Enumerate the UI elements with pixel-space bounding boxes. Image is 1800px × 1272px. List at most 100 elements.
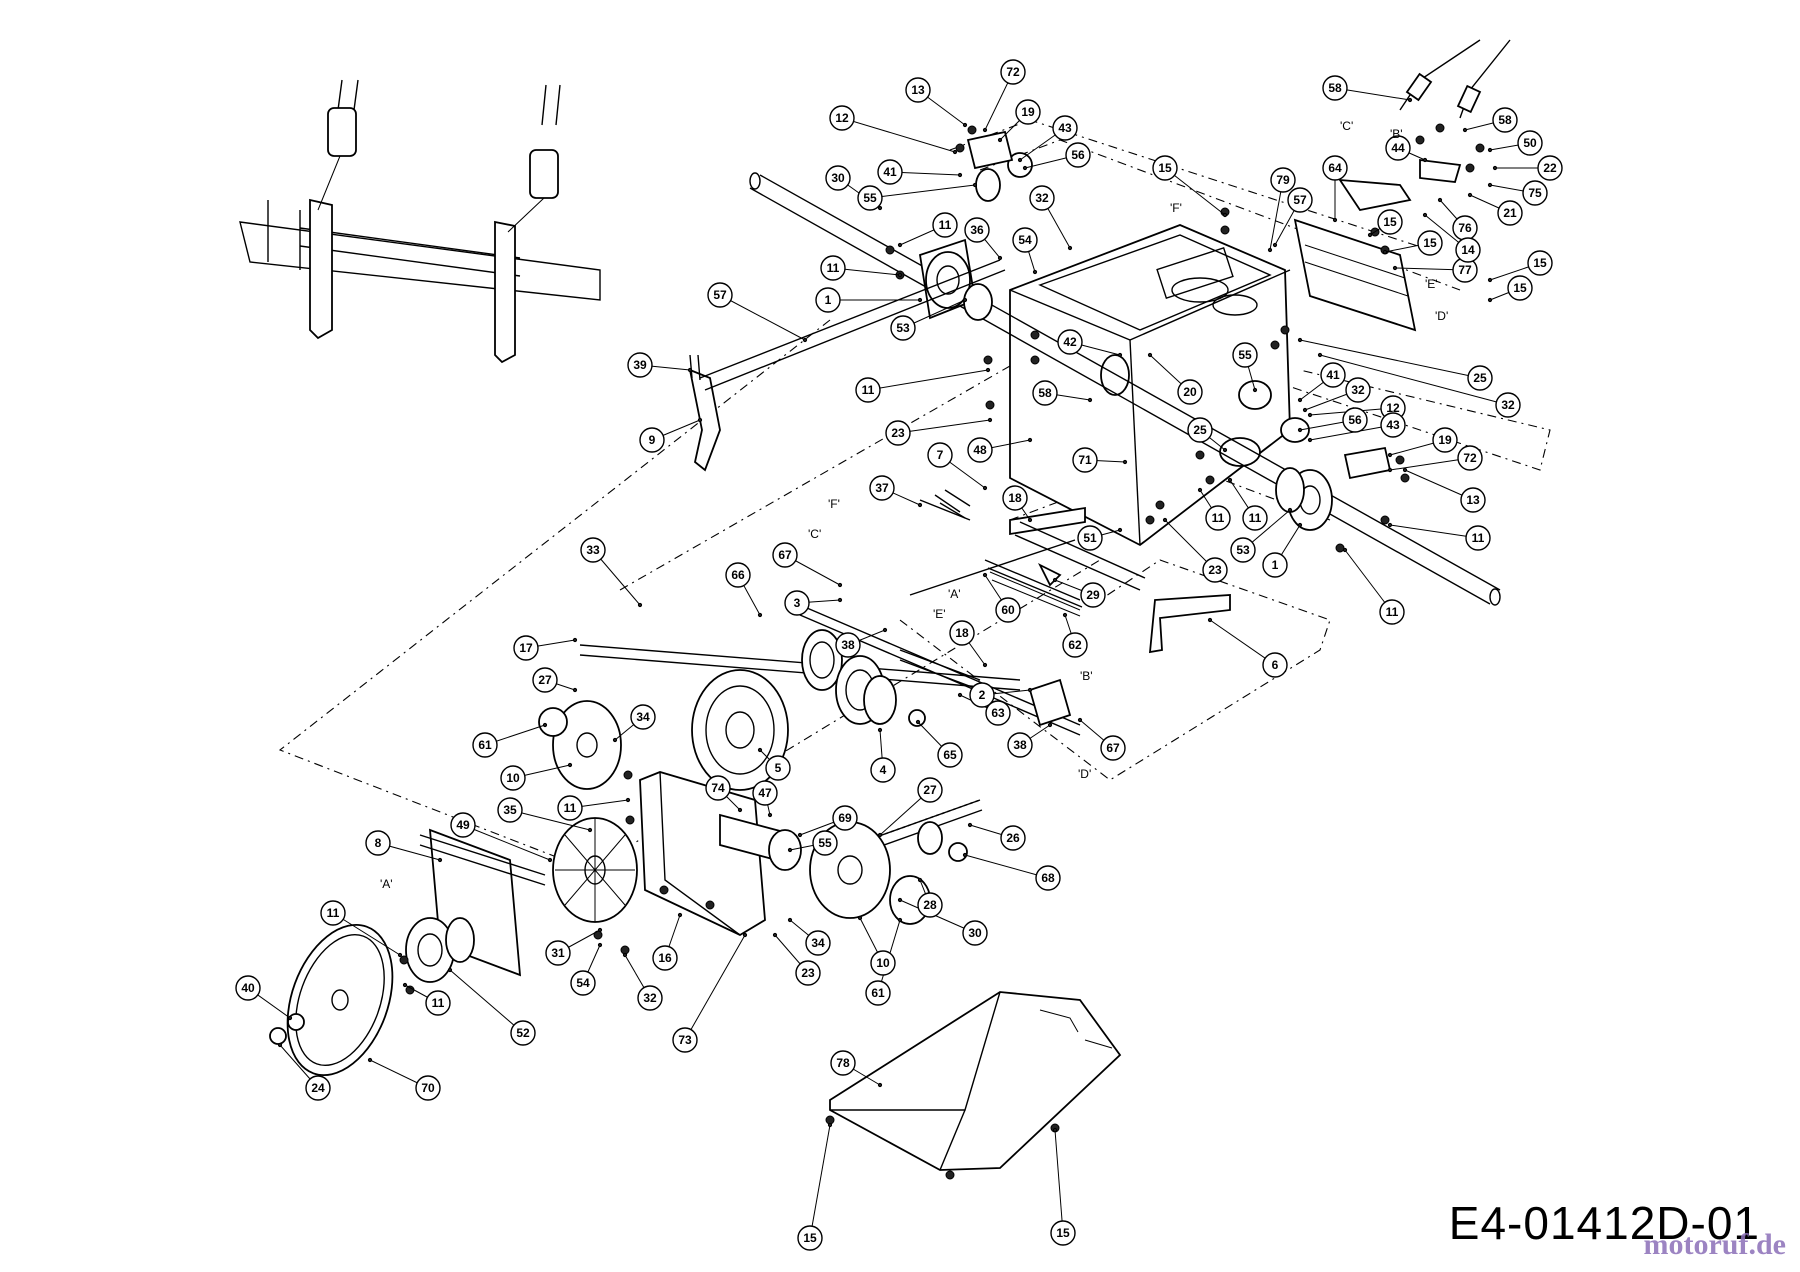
callout-circle bbox=[865, 980, 891, 1006]
callout-number: 2 bbox=[979, 688, 986, 702]
reference-letter: 'F' bbox=[1170, 201, 1182, 215]
callout-circle bbox=[1080, 582, 1106, 608]
callout-circle bbox=[1072, 447, 1098, 473]
leader-tip bbox=[915, 719, 921, 725]
callout-number: 35 bbox=[503, 803, 517, 817]
callout-circle bbox=[985, 700, 1011, 726]
callout-number: 17 bbox=[519, 641, 533, 655]
callout-number: 32 bbox=[1035, 191, 1049, 205]
drawing-code: E4-01412D-01 bbox=[1448, 1197, 1760, 1249]
leader-tip bbox=[1462, 127, 1468, 133]
callout-number: 41 bbox=[883, 165, 897, 179]
callout-circle bbox=[652, 945, 678, 971]
part-callout-62: 62 bbox=[1062, 632, 1088, 658]
leader-tip bbox=[1272, 242, 1278, 248]
callout-circle bbox=[1000, 825, 1026, 851]
callout-circle bbox=[513, 635, 539, 661]
callout-circle bbox=[1345, 377, 1371, 403]
callout-circle bbox=[917, 777, 943, 803]
callout-number: 15 bbox=[1056, 1226, 1070, 1240]
callout-number: 12 bbox=[1386, 401, 1400, 415]
leader-tip bbox=[1332, 217, 1338, 223]
callout-number: 60 bbox=[1001, 603, 1015, 617]
callout-circle bbox=[969, 682, 995, 708]
part-callout-10: 10 bbox=[870, 950, 896, 976]
callout-number: 14 bbox=[1461, 243, 1475, 257]
leader-tip bbox=[972, 182, 978, 188]
callout-number: 39 bbox=[633, 358, 647, 372]
callout-circle bbox=[1320, 362, 1346, 388]
callout-number: 49 bbox=[456, 818, 470, 832]
part-callout-72: 72 bbox=[1457, 445, 1483, 471]
callout-circle bbox=[905, 77, 931, 103]
callout-number: 38 bbox=[1013, 738, 1027, 752]
callout-number: 76 bbox=[1458, 221, 1472, 235]
leader-tip bbox=[957, 172, 963, 178]
leader-tip bbox=[997, 137, 1003, 143]
callout-circle bbox=[1322, 75, 1348, 101]
leader-tip bbox=[897, 917, 903, 923]
callout-circle bbox=[365, 830, 391, 856]
leader-tip bbox=[897, 897, 903, 903]
callout-number: 11 bbox=[827, 261, 840, 275]
leader-tip bbox=[1437, 197, 1443, 203]
callout-number: 40 bbox=[241, 981, 255, 995]
part-callout-25: 25 bbox=[1187, 417, 1213, 443]
part-callout-32: 32 bbox=[637, 985, 663, 1011]
leader-tip bbox=[1222, 212, 1228, 218]
leader-tip bbox=[1402, 467, 1408, 473]
part-callout-10: 10 bbox=[500, 765, 526, 791]
callout-number: 1 bbox=[1272, 558, 1279, 572]
callout-circle bbox=[855, 377, 881, 403]
callout-number: 32 bbox=[1501, 398, 1515, 412]
callout-number: 3 bbox=[794, 596, 801, 610]
leader-tip bbox=[1297, 427, 1303, 433]
part-callout-41: 41 bbox=[1320, 362, 1346, 388]
part-callout-27: 27 bbox=[917, 777, 943, 803]
callout-circle bbox=[995, 597, 1021, 623]
part-callout-69: 69 bbox=[832, 805, 858, 831]
leader-tip bbox=[367, 1057, 373, 1063]
callout-circle bbox=[1457, 445, 1483, 471]
upper-shaft bbox=[749, 172, 1501, 606]
part-callout-57: 57 bbox=[1287, 187, 1313, 213]
part-callout-54: 54 bbox=[570, 970, 596, 996]
callout-number: 11 bbox=[564, 801, 577, 815]
handle-bar-inset bbox=[239, 79, 601, 364]
callout-circle bbox=[949, 620, 975, 646]
part-callout-58: 58 bbox=[1492, 107, 1518, 133]
part-callout-70: 70 bbox=[415, 1075, 441, 1101]
callout-circle bbox=[305, 1075, 331, 1101]
callout-number: 78 bbox=[836, 1056, 850, 1070]
reference-letter: 'F' bbox=[828, 497, 840, 511]
part-callout-11: 11 bbox=[855, 377, 881, 403]
leader-tip bbox=[917, 297, 923, 303]
part-callout-40: 40 bbox=[235, 975, 261, 1001]
leader-tip bbox=[837, 582, 843, 588]
part-callout-11: 11 bbox=[1379, 599, 1405, 625]
callout-circle bbox=[784, 590, 810, 616]
reference-letter: 'A' bbox=[380, 877, 393, 891]
callout-number: 41 bbox=[1326, 368, 1340, 382]
callout-circle bbox=[917, 892, 943, 918]
callout-circle bbox=[1187, 417, 1213, 443]
leader-tip bbox=[967, 822, 973, 828]
part-callout-21: 21 bbox=[1497, 200, 1523, 226]
callout-circle bbox=[1029, 185, 1055, 211]
callout-circle bbox=[500, 765, 526, 791]
leader-tip bbox=[857, 915, 863, 921]
callout-number: 79 bbox=[1276, 173, 1290, 187]
part-callout-34: 34 bbox=[805, 930, 831, 956]
callout-number: 11 bbox=[327, 906, 340, 920]
part-callout-15: 15 bbox=[1152, 155, 1178, 181]
leader-tip bbox=[1487, 147, 1493, 153]
part-callout-34: 34 bbox=[630, 704, 656, 730]
part-callout-11: 11 bbox=[425, 990, 451, 1016]
leader-tip bbox=[697, 417, 703, 423]
part-callout-79: 79 bbox=[1270, 167, 1296, 193]
leader-tip bbox=[1297, 397, 1303, 403]
callout-number: 15 bbox=[1513, 281, 1527, 295]
part-callout-49: 49 bbox=[450, 812, 476, 838]
callout-number: 38 bbox=[841, 638, 855, 652]
